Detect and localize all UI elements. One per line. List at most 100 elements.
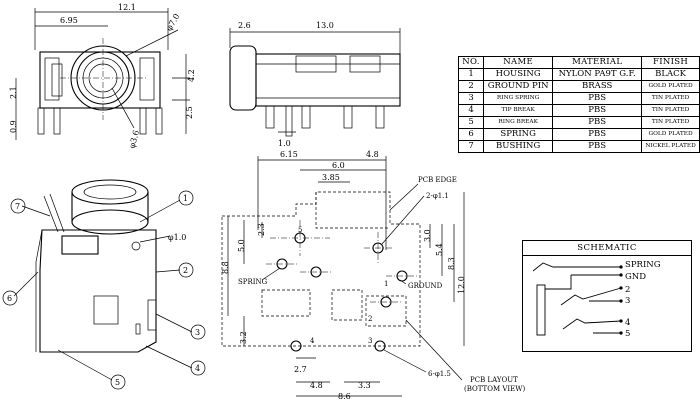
col-name: NAME [483,56,554,69]
schem-label-gnd: GND [625,272,646,282]
dim-4-8: 4.8 [366,150,379,159]
isometric-view: φ1.0 1 2 3 4 5 6 7 [2,179,206,390]
dim-2-3: 2.3 [257,223,266,236]
cell-no: 1 [457,68,485,81]
table-row: 7 BUSHING PBS NICKEL PLATED [457,140,700,153]
callout-6: 6 [7,294,12,303]
schematic-diagram: SPRING GND 2 3 4 5 [532,260,661,339]
cell-material: PBS [552,128,643,141]
label-bottom-view: (BOTTOM VIEW) [464,385,525,393]
cell-name: GROUND PIN [483,80,554,93]
table-row: 5 RING BREAK PBS TIN PLATED [457,116,700,129]
cell-name: RING SPRING [483,92,554,105]
dim-4-2: 4.2 [187,69,196,82]
dim-8-6: 8.6 [338,392,351,401]
cell-name: BUSHING [483,140,554,153]
cell-finish: NICKEL PLATED [641,140,700,153]
dim-5-0: 5.0 [237,239,246,252]
pin-1: 1 [384,280,388,288]
label-spring: SPRING [238,278,268,286]
col-no: NO. [457,56,485,69]
dim-1-0: 1.0 [278,139,291,148]
pin-4: 4 [310,337,315,345]
cell-material: PBS [552,140,643,153]
label-hole-1-1: 2-φ1.1 [426,192,449,200]
cell-no: 5 [457,116,485,129]
label-ground: GROUND [408,282,443,290]
schem-label-2: 2 [625,285,630,295]
cell-material: BRASS [552,80,643,93]
table-row: 6 SPRING PBS GOLD PLATED [457,128,700,141]
pin-5: 5 [298,226,302,234]
cell-material: PBS [552,116,643,129]
dim-phi3-6: φ3.6 [128,129,141,149]
cell-no: 3 [457,92,485,105]
schematic-box: SCHEMATIC SPRING GND 2 3 4 5 [522,240,692,352]
dim-12-1: 12.1 [118,3,136,12]
callout-2: 2 [183,266,188,275]
dim-4-8b: 4.8 [310,381,323,390]
dim-6-95: 6.95 [60,16,78,25]
cell-no: 6 [457,128,485,141]
callout-7: 7 [15,202,20,211]
table-row: 1 HOUSING NYLON PA9T G.F. BLACK [457,68,700,81]
callout-5: 5 [115,378,120,387]
cell-finish: TIN PLATED [641,92,700,105]
cell-name: RING BREAK [483,116,554,129]
pcb-layout: 6.15 4.8 6.0 3.85 5 4 1 [221,150,525,401]
dim-2-6: 2.6 [238,21,251,30]
col-finish: FINISH [641,56,700,69]
callout-4: 4 [195,364,200,373]
cell-no: 4 [457,104,485,117]
cell-name: HOUSING [483,68,554,81]
cell-material: PBS [552,104,643,117]
dim-8-8: 8.8 [221,261,230,274]
dim-6-15: 6.15 [280,150,298,159]
dim-phi7: φ7.0 [164,12,181,32]
cell-material: PBS [552,92,643,105]
dim-2-1: 2.1 [9,86,18,99]
dim-iso-phi1: φ1.0 [168,233,186,242]
cell-name: TIP BREAK [483,104,554,117]
label-hole-1-5: 6-φ1.5 [428,370,451,378]
cell-finish: TIN PLATED [641,104,700,117]
cell-material: NYLON PA9T G.F. [552,68,643,81]
schem-label-4: 4 [625,318,630,328]
side-view: 2.6 13.0 1.0 [229,21,401,148]
label-pcb-edge: PCB EDGE [418,176,457,184]
dim-13-0: 13.0 [316,21,334,30]
table-row: 4 TIP BREAK PBS TIN PLATED [457,104,700,117]
cell-finish: GOLD PLATED [641,128,700,141]
callout-3: 3 [195,328,200,337]
pin-2: 2 [368,315,372,323]
schematic-title: SCHEMATIC [523,241,691,256]
schem-label-spring: SPRING [625,260,661,270]
pin-3: 3 [368,337,372,345]
dim-3-2: 3.2 [239,331,248,344]
table-row: 3 RING SPRING PBS TIN PLATED [457,92,700,105]
dim-3-0: 3.0 [423,229,432,242]
dim-6-0: 6.0 [332,161,345,170]
dim-8-3: 8.3 [447,257,456,270]
dim-0-9: 0.9 [9,120,18,133]
cell-finish: GOLD PLATED [641,80,700,93]
cell-finish: BLACK [641,68,700,81]
dim-3-85: 3.85 [322,173,340,182]
cell-no: 2 [457,80,485,93]
table-row: 2 GROUND PIN BRASS GOLD PLATED [457,80,700,93]
bom-header-row: NO. NAME MATERIAL FINISH [457,56,700,69]
cell-no: 7 [457,140,485,153]
label-pcb-layout: PCB LAYOUT [470,376,518,384]
cell-finish: TIN PLATED [641,116,700,129]
schem-label-3: 3 [625,296,630,306]
front-view: 12.1 6.95 φ7.0 φ3.6 4.2 2.5 2.1 [9,3,196,149]
dim-2-5: 2.5 [185,106,194,119]
schem-label-5: 5 [625,329,630,339]
col-material: MATERIAL [552,56,643,69]
bom-table: NO. NAME MATERIAL FINISH 1 HOUSING NYLON… [457,56,700,153]
dim-3-3: 3.3 [358,381,371,390]
callout-1: 1 [183,194,188,203]
dim-12-0: 12.0 [457,276,466,294]
dim-5-4: 5.4 [435,243,444,256]
